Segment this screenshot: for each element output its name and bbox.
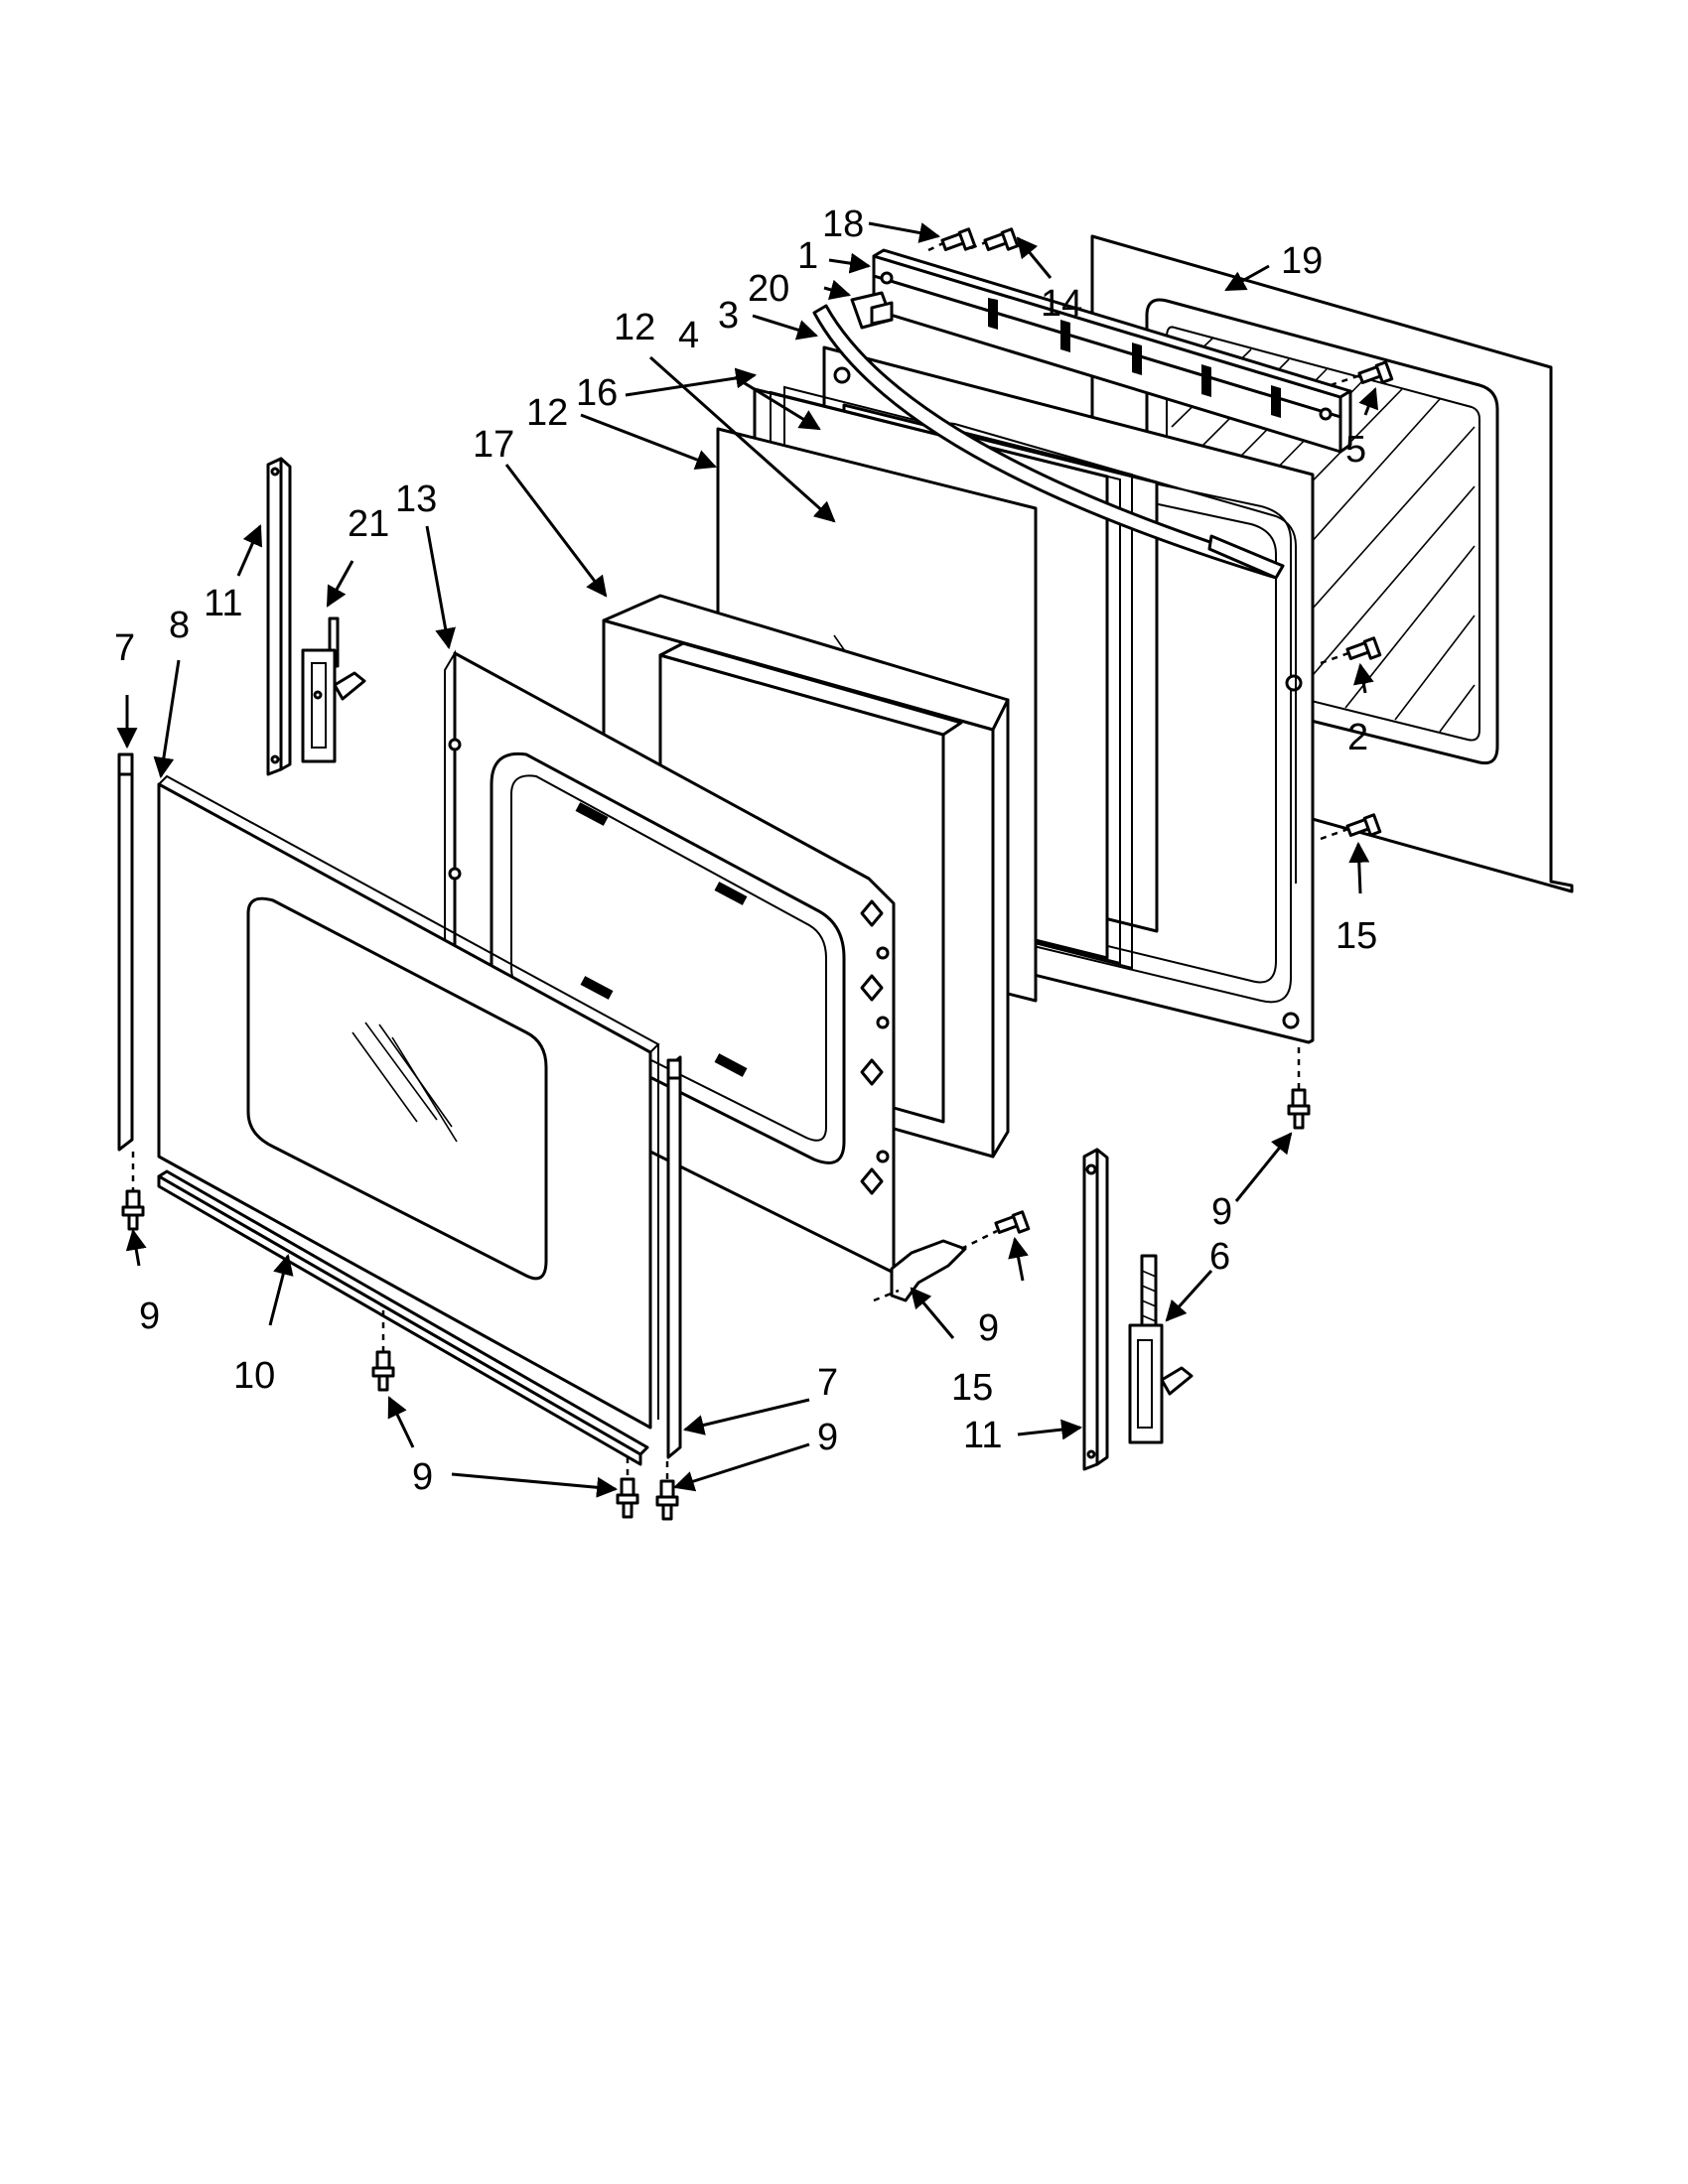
leader-arrows [116,221,1379,1498]
part-7-left-side-trim [117,752,134,1152]
callout-12-front: 12 [526,392,568,434]
part-7-right-side-trim [666,1055,682,1459]
callout-9-left: 9 [139,1296,160,1337]
screws [121,227,1394,1521]
callout-labels: 18 1 20 3 14 19 4 12 16 12 17 13 21 11 7… [114,204,1377,1498]
part-8-outer-door-panel [157,774,660,1430]
assembly-guide-lines [131,240,1361,1481]
callout-18: 18 [822,204,864,245]
screw-icon [655,1479,679,1521]
callout-9-right: 9 [1211,1191,1232,1233]
callout-7-left: 7 [114,627,135,669]
part-15-door-bracket [890,1239,967,1302]
part-10-bottom-trim [157,1169,649,1466]
callout-14: 14 [1041,283,1082,325]
callout-9-bottom-right: 9 [817,1417,838,1458]
part-21-left-hinge [301,616,366,763]
screw-icon [1345,636,1382,660]
screw-icon [983,227,1020,251]
screw-icon [1345,813,1382,837]
callout-5: 5 [1345,429,1366,471]
callout-7-right: 7 [817,1362,838,1404]
callout-16: 16 [576,372,618,414]
callout-15-right: 15 [1336,915,1377,957]
callout-13: 13 [395,478,437,520]
callout-20: 20 [748,268,789,310]
callout-3: 3 [718,295,739,337]
callout-12-rear: 12 [614,307,655,348]
callout-6: 6 [1209,1236,1230,1278]
callout-21: 21 [348,503,389,545]
callout-9-bottom: 9 [412,1456,433,1498]
part-3-door-handle [812,304,1285,580]
callout-15-bracket: 15 [951,1367,993,1409]
part-13-door-frame [444,649,896,1275]
callout-11-right: 11 [963,1415,1002,1456]
callout-17: 17 [473,424,514,466]
screw-icon [1357,360,1394,384]
callout-9-bracket: 9 [978,1307,999,1349]
part-6-right-hinge [1128,1254,1194,1444]
screw-icon [121,1189,145,1231]
screw-icon [940,227,977,251]
callout-2: 2 [1347,717,1368,758]
callout-19: 19 [1281,240,1323,282]
callout-1: 1 [797,235,818,277]
part-1-vent-trim [872,248,1352,454]
callout-10: 10 [233,1355,275,1397]
part-20-handle-bracket [850,291,894,330]
screw-icon [994,1210,1031,1234]
screw-icon [1287,1088,1311,1130]
callout-11-left: 11 [204,583,242,624]
callout-8: 8 [169,605,190,646]
screw-icon [371,1350,395,1392]
screw-icon [616,1477,639,1519]
part-11-left-hinge-receiver [266,457,292,776]
part-11-right-hinge-receiver [1082,1148,1109,1471]
callout-4: 4 [678,315,699,356]
